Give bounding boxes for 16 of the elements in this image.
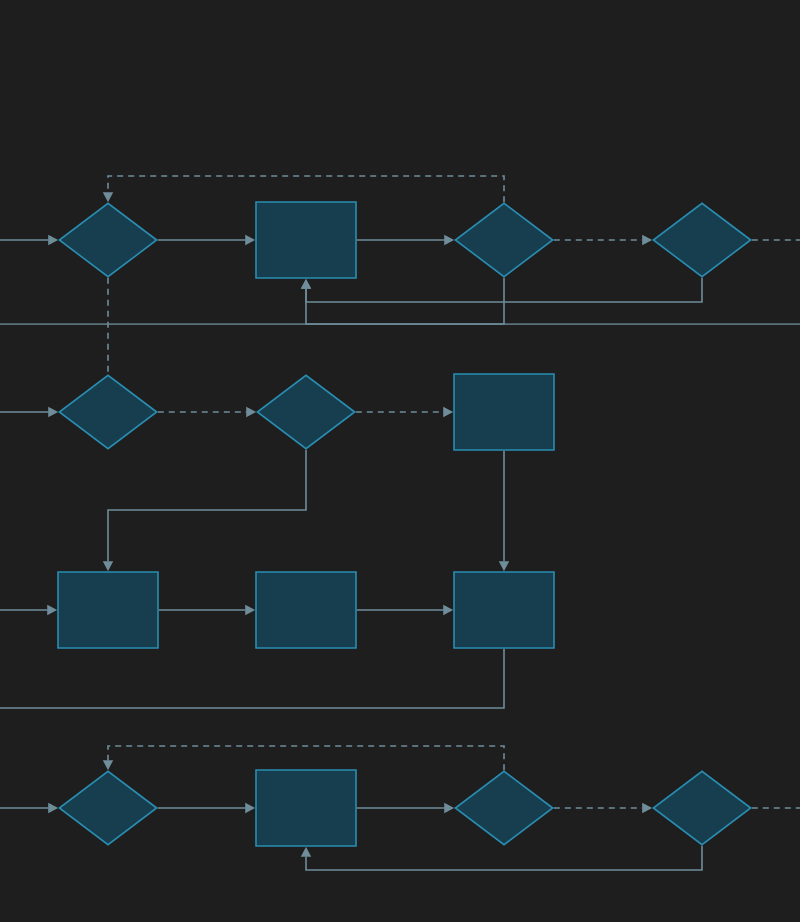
decision-diamond xyxy=(454,770,554,846)
decision-diamond xyxy=(58,770,158,846)
decision-diamond xyxy=(652,202,752,278)
decision-diamond xyxy=(256,374,356,450)
decision-diamond xyxy=(58,202,158,278)
process-box xyxy=(453,373,555,451)
process-box xyxy=(255,201,357,279)
decision-diamond xyxy=(652,770,752,846)
process-box xyxy=(255,571,357,649)
arrow xyxy=(300,277,505,325)
process-box xyxy=(57,571,159,649)
arrow xyxy=(300,845,703,871)
process-box xyxy=(255,769,357,847)
decision-diamond xyxy=(454,202,554,278)
process-box xyxy=(453,571,555,649)
decision-diamond xyxy=(58,374,158,450)
